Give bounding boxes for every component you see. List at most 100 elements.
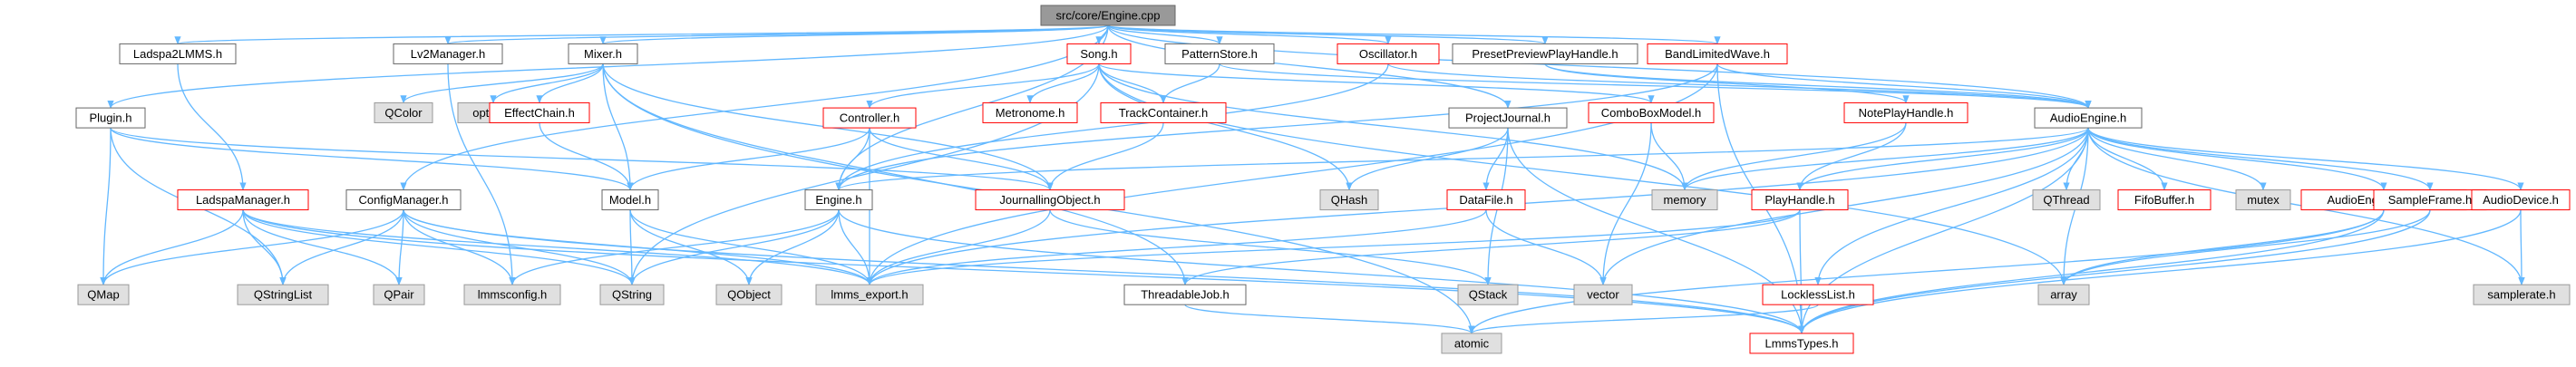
node-oscillator-h[interactable]: Oscillator.h — [1337, 43, 1440, 64]
node-lv2manager-h[interactable]: Lv2Manager.h — [393, 43, 503, 64]
edge-journallingobject-h-to-qstack — [1049, 209, 1492, 286]
node-song-h[interactable]: Song.h — [1066, 43, 1132, 64]
node-label: QPair — [384, 288, 414, 302]
node-label: atomic — [1454, 336, 1490, 350]
node-box — [374, 101, 433, 123]
edge-controller-h-to-model-h — [627, 127, 870, 191]
node-label: BandLimitedWave.h — [1665, 47, 1770, 61]
node-mixer-h[interactable]: Mixer.h — [568, 43, 638, 64]
node-label: DataFile.h — [1459, 193, 1512, 207]
edge-configmanager-h-to-qpair — [395, 209, 404, 286]
edge-noteplayhandle-h-to-memory — [1681, 122, 1907, 191]
node-sampleframe-h[interactable]: SampleFrame.h — [2373, 189, 2487, 211]
node-projectjournal-h[interactable]: ProjectJournal.h — [1448, 107, 1568, 129]
node-qmap[interactable]: QMap — [77, 284, 130, 305]
node-src-core-engine-cpp[interactable]: src/core/Engine.cpp — [1040, 5, 1176, 26]
edge-datafile-h-to-lmms-export-h — [866, 209, 1487, 286]
node-vector[interactable]: vector — [1573, 284, 1633, 305]
node-box — [601, 189, 659, 211]
edge-src-core-engine-cpp-to-mixer-h — [599, 24, 1109, 45]
node-label: QString — [612, 288, 652, 302]
node-plugin-h[interactable]: Plugin.h — [75, 107, 146, 129]
node-configmanager-h[interactable]: ConfigManager.h — [345, 189, 462, 211]
node-mutex[interactable]: mutex — [2235, 189, 2291, 211]
node-audioengine-h[interactable]: AudioEngine.h — [2034, 107, 2143, 129]
node-label: Lv2Manager.h — [411, 47, 485, 61]
node-trackcontainer-h[interactable]: TrackContainer.h — [1100, 101, 1227, 123]
node-patternstore-h[interactable]: PatternStore.h — [1164, 43, 1275, 64]
node-fifobuffer-h[interactable]: FifoBuffer.h — [2117, 189, 2211, 211]
node-box — [1647, 43, 1788, 64]
node-box — [1457, 284, 1519, 305]
edge-mixer-h-to-optional — [490, 63, 604, 104]
node-label: LocklessList.h — [1781, 288, 1855, 302]
node-atomic[interactable]: atomic — [1441, 333, 1502, 354]
node-bandlimitedwave-h[interactable]: BandLimitedWave.h — [1647, 43, 1788, 64]
node-samplerate-h[interactable]: samplerate.h — [2473, 284, 2571, 305]
node-box — [568, 43, 638, 64]
edge-playhandle-h-to-threadablejob-h — [1181, 209, 1801, 286]
edge-trackcontainer-h-to-journallingobject-h — [1046, 122, 1164, 191]
node-array[interactable]: array — [2037, 284, 2090, 305]
edge-src-core-engine-cpp-to-presetpreviewplayhandle-h — [1107, 24, 1549, 45]
edge-audioengine-h-to-locklesslist-h — [1814, 128, 2089, 286]
node-box — [1337, 43, 1440, 64]
node-playhandle-h[interactable]: PlayHandle.h — [1751, 189, 1849, 211]
node-presetpreviewplayhandle-h[interactable]: PresetPreviewPlayHandle.h — [1452, 43, 1638, 64]
node-box — [2037, 284, 2090, 305]
node-label: Plugin.h — [90, 111, 132, 125]
edge-locklesslist-h-to-atomic — [1468, 304, 1819, 334]
node-qobject[interactable]: QObject — [715, 284, 783, 305]
edge-lv2manager-h-to-lmmsconfig-h — [447, 63, 516, 286]
node-memory[interactable]: memory — [1651, 189, 1718, 211]
node-qthread[interactable]: QThread — [2032, 189, 2101, 211]
node-threadablejob-h[interactable]: ThreadableJob.h — [1123, 284, 1247, 305]
node-controller-h[interactable]: Controller.h — [822, 107, 917, 129]
node-noteplayhandle-h[interactable]: NotePlayHandle.h — [1843, 101, 1968, 123]
node-journallingobject-h[interactable]: JournallingObject.h — [975, 189, 1125, 211]
node-lmmstypes-h[interactable]: LmmsTypes.h — [1749, 333, 1854, 354]
edge-bandlimitedwave-h-to-engine-h — [835, 63, 1718, 191]
edge-src-core-engine-cpp-to-projectjournal-h — [1107, 24, 1512, 110]
node-comboboxmodel-h[interactable]: ComboBoxModel.h — [1588, 101, 1715, 123]
node-label: samplerate.h — [2487, 288, 2555, 302]
node-qcolor[interactable]: QColor — [374, 101, 433, 123]
node-label: AudioDevice.h — [2483, 193, 2559, 207]
node-ladspamanager-h[interactable]: LadspaManager.h — [177, 189, 309, 211]
edge-ladspamanager-h-to-lmmstypes-h — [242, 209, 1805, 334]
edge-configmanager-h-to-lmmstypes-h — [403, 209, 1805, 334]
node-model-h[interactable]: Model.h — [601, 189, 659, 211]
node-engine-h[interactable]: Engine.h — [804, 189, 873, 211]
edge-src-core-engine-cpp-to-bandlimitedwave-h — [1107, 24, 1721, 45]
node-box — [2235, 189, 2291, 211]
node-label: QHash — [1331, 193, 1367, 207]
node-locklesslist-h[interactable]: LocklessList.h — [1762, 284, 1874, 305]
edge-mixer-h-to-qcolor — [400, 63, 604, 104]
node-lmms-export-h[interactable]: lmms_export.h — [815, 284, 924, 305]
node-label: QObject — [727, 288, 771, 302]
node-metronome-h[interactable]: Metronome.h — [982, 101, 1078, 123]
node-qhash[interactable]: QHash — [1319, 189, 1379, 211]
edge-playhandle-h-to-lmmstypes-h — [1798, 209, 1805, 334]
node-box — [373, 284, 425, 305]
node-lmmsconfig-h[interactable]: lmmsconfig.h — [463, 284, 561, 305]
edge-oscillator-h-to-audioengine-h — [1387, 63, 2092, 110]
node-effectchain-h[interactable]: EffectChain.h — [489, 101, 590, 123]
edge-audiodevice-h-to-lmmstypes-h — [1798, 209, 2522, 334]
node-qstring[interactable]: QString — [599, 284, 665, 305]
node-box — [1749, 333, 1854, 354]
node-qstack[interactable]: QStack — [1457, 284, 1519, 305]
node-box — [119, 43, 237, 64]
node-ladspa2lmms-h[interactable]: Ladspa2LMMS.h — [119, 43, 237, 64]
node-box — [1452, 43, 1638, 64]
node-qpair[interactable]: QPair — [373, 284, 425, 305]
edge-plugin-h-to-qmap — [100, 128, 112, 286]
edge-audioengineprofiler-h-to-lmmstypes-h — [1798, 209, 2385, 334]
node-datafile-h[interactable]: DataFile.h — [1446, 189, 1526, 211]
node-label: PresetPreviewPlayHandle.h — [1472, 47, 1618, 61]
node-label: Model.h — [609, 193, 651, 207]
node-label: AudioEngine.h — [2050, 111, 2127, 125]
edge-configmanager-h-to-qstring — [403, 209, 636, 286]
node-qstringlist[interactable]: QStringList — [237, 284, 329, 305]
node-audiodevice-h[interactable]: AudioDevice.h — [2471, 189, 2571, 211]
